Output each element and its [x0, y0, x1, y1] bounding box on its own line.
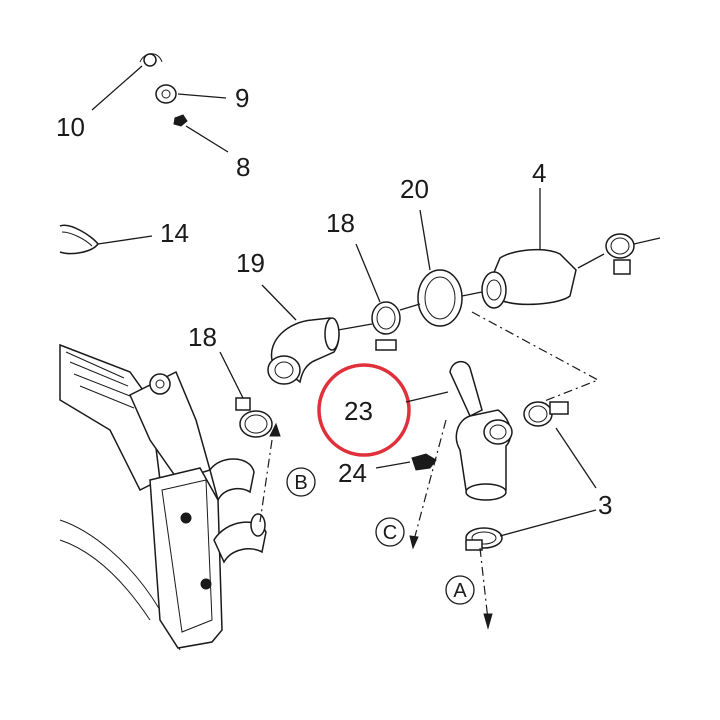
callout-8: 8: [236, 152, 250, 182]
highlight-circle: [317, 363, 411, 457]
radiator-assembly: [59, 343, 267, 651]
screw-washer-group: [91, 53, 229, 153]
reference-a-label: A: [453, 580, 467, 602]
part-20-ring-seal: [417, 209, 463, 327]
part-23-pipe-fitting: [405, 360, 513, 501]
reference-b-label: B: [294, 472, 307, 494]
callout-9: 9: [235, 83, 249, 113]
reference-c-label: C: [383, 522, 397, 544]
reference-a: A: [445, 575, 475, 605]
part-18-clamp-upper: [355, 243, 401, 351]
callout-18-upper: 18: [326, 208, 355, 238]
callout-10: 10: [56, 112, 85, 142]
clamp-right-top: [605, 233, 661, 275]
part-14-bracket: [59, 224, 153, 255]
callout-23: 23: [344, 396, 373, 426]
part-19-elbow-hose: [261, 284, 340, 385]
callout-3: 3: [598, 490, 612, 520]
reference-b: B: [286, 467, 316, 497]
callout-14: 14: [160, 218, 189, 248]
part-3-clamps: [465, 401, 597, 551]
part-18-clamp-left: [219, 351, 273, 438]
callout-18-left: 18: [188, 322, 217, 352]
reference-c: C: [375, 517, 405, 547]
part-4-housing: [481, 188, 577, 309]
callout-4: 4: [532, 158, 546, 188]
callout-20: 20: [400, 174, 429, 204]
callout-19: 19: [236, 248, 265, 278]
part-24-wing-screw: [375, 453, 437, 471]
callout-24: 24: [338, 458, 367, 488]
